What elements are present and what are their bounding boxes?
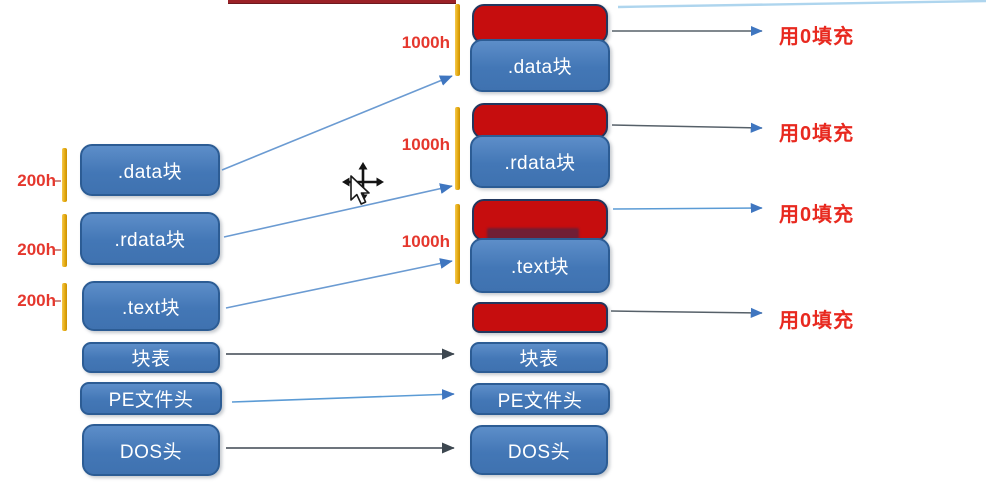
block-file-section-table-label: 块表 <box>131 349 171 370</box>
block-mem-dos-header: DOS头 <box>470 425 608 475</box>
mem-size-label-2: 1000h <box>401 135 450 154</box>
arrow-text-file-to-memory <box>225 258 453 309</box>
block-file-pe-header: PE文件头 <box>80 382 222 415</box>
file-bracket-bar-3 <box>62 283 67 331</box>
block-file-text: .text块 <box>82 281 220 331</box>
move-cursor <box>342 162 384 205</box>
arrow-padding-3-to-note <box>612 202 763 214</box>
top-crop-blue-line <box>617 0 986 9</box>
file-size-label-3: 200h <box>17 291 56 310</box>
arrow-padding-4-to-note <box>610 307 763 318</box>
mem-bracket-bar-3 <box>455 204 460 284</box>
block-mem-rdata-label: .rdata块 <box>504 153 576 174</box>
padding-block-1 <box>472 4 608 44</box>
block-mem-text-label: .text块 <box>511 257 569 278</box>
padding-block-4 <box>472 302 608 333</box>
block-mem-section-table-label: 块表 <box>519 349 559 370</box>
cursor-arrow-icon <box>350 175 370 205</box>
padding-block-2 <box>472 103 608 139</box>
arrow-padding-2-to-note <box>611 122 763 133</box>
block-mem-pe-header-label: PE文件头 <box>497 390 583 412</box>
fill-label-4: 用0填充 <box>779 310 855 332</box>
mem-bracket-bar-1 <box>455 4 460 76</box>
size-tick-1 <box>55 180 61 182</box>
file-size-label-2: 200h <box>17 240 56 259</box>
ghost-text-remnant <box>487 228 579 240</box>
move-cross-icon <box>342 162 384 202</box>
mem-size-label-1: 1000h <box>401 33 450 52</box>
fill-label-1: 用0填充 <box>779 26 855 48</box>
mem-size-label-3: 1000h <box>401 232 450 251</box>
arrow-data-file-to-memory <box>221 75 453 171</box>
file-bracket-bar-1 <box>62 148 67 202</box>
block-file-section-table: 块表 <box>82 342 220 373</box>
file-bracket-bar-2 <box>62 214 67 267</box>
block-file-rdata: .rdata块 <box>80 212 220 265</box>
top-crop-red-strip <box>228 0 456 4</box>
block-mem-dos-header-label: DOS头 <box>507 441 571 463</box>
block-mem-pe-header: PE文件头 <box>470 383 610 415</box>
block-file-dos-header-label: DOS头 <box>119 441 183 463</box>
arrow-rdata-file-to-memory <box>223 183 453 238</box>
file-size-label-1: 200h <box>17 171 56 190</box>
block-file-text-label: .text块 <box>122 297 180 319</box>
fill-label-2: 用0填充 <box>779 123 855 145</box>
size-tick-2 <box>55 249 61 251</box>
block-mem-data: .data块 <box>470 39 610 92</box>
block-file-pe-header-label: PE文件头 <box>108 390 194 411</box>
block-file-data-label: .data块 <box>117 161 183 183</box>
block-mem-data-label: .data块 <box>507 57 573 78</box>
block-mem-rdata: .rdata块 <box>470 135 610 188</box>
block-file-dos-header: DOS头 <box>82 424 220 476</box>
block-file-rdata-label: .rdata块 <box>114 230 186 251</box>
block-mem-text: .text块 <box>470 238 610 293</box>
block-file-data: .data块 <box>80 144 220 196</box>
block-mem-section-table: 块表 <box>470 342 608 373</box>
arrow-pe-header-to-memory <box>231 388 455 403</box>
fill-label-3: 用0填充 <box>779 204 855 226</box>
mem-bracket-bar-2 <box>455 107 460 190</box>
size-tick-3 <box>55 300 61 302</box>
